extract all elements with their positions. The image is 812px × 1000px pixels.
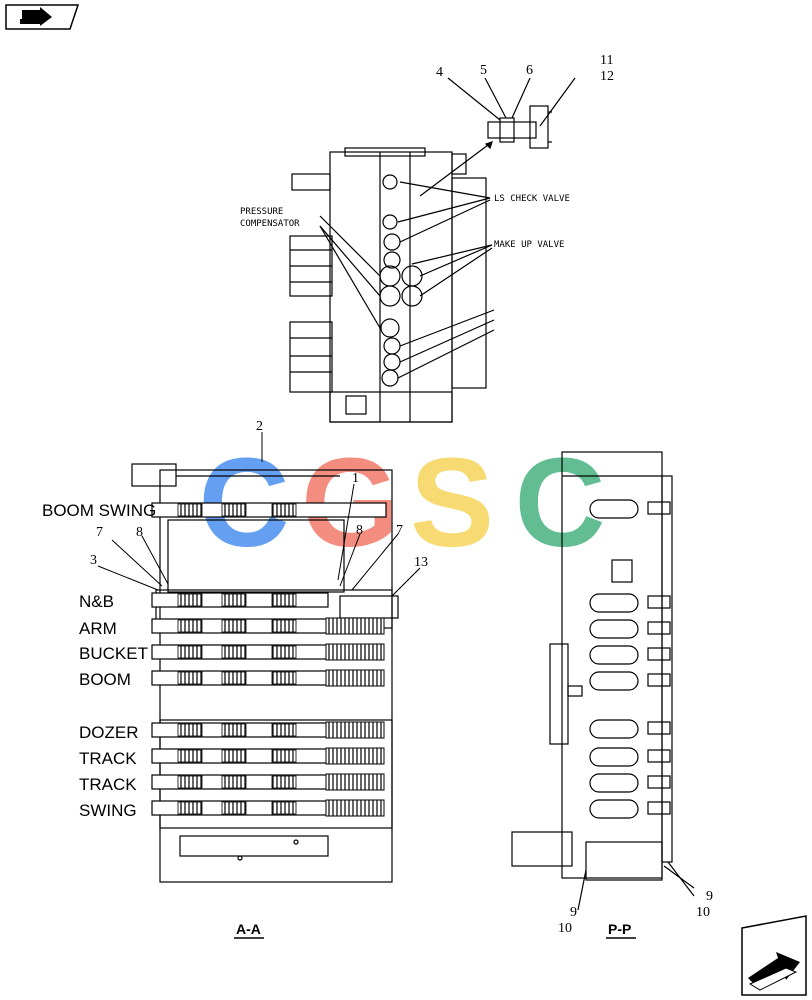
callout-8: 8 (136, 525, 143, 540)
spool-row (151, 617, 385, 635)
callout-8: 8 (356, 523, 363, 538)
section-label: ARM (79, 619, 117, 638)
callout-7: 7 (396, 523, 403, 538)
make-up-valve-label: MAKE UP VALVE (494, 240, 564, 250)
callout-9: 9 (706, 889, 713, 904)
back-arrow-icon[interactable] (5, 4, 80, 30)
section-aa-title: A-A (236, 921, 261, 937)
view-titles: A-A P-P (234, 921, 636, 939)
section-label: BOOM SWING (42, 501, 156, 520)
spool-row (151, 592, 329, 608)
section-label: SWING (79, 801, 137, 820)
next-arrow-icon[interactable] (741, 915, 807, 996)
aa-leader-lines (97, 432, 399, 591)
spool-row (151, 773, 385, 791)
section-label: BUCKET (79, 644, 148, 663)
pressure-label: PRESSURE (240, 207, 283, 217)
callout-9: 9 (570, 905, 577, 920)
compensator-label: COMPENSATOR (240, 219, 300, 229)
section-label: N&B (79, 592, 114, 611)
callout-numbers: 4 5 6 11 12 2 7 8 3 1 8 7 13 9 10 9 10 (90, 53, 713, 936)
callout-5: 5 (480, 63, 487, 78)
spool-row (151, 721, 385, 739)
callout-11: 11 (600, 53, 613, 68)
callout-1: 1 (352, 471, 359, 486)
section-label: TRACK (79, 775, 137, 794)
callout-4: 4 (436, 65, 443, 80)
spool-row (151, 747, 385, 765)
section-label: TRACK (79, 749, 137, 768)
callout-10: 10 (696, 905, 710, 920)
callout-7: 7 (96, 525, 103, 540)
section-pp-title: P-P (608, 921, 631, 937)
section-aa-drawing (131, 463, 421, 883)
spool-rows (151, 502, 387, 817)
section-label: BOOM (79, 670, 131, 689)
spool-row (151, 643, 385, 661)
section-pp-drawing (511, 451, 695, 911)
watermark-letter: S (410, 432, 494, 573)
spool-row (151, 502, 387, 518)
spool-row (151, 799, 385, 817)
spool-row (151, 669, 385, 687)
watermark-letter: C (515, 432, 606, 573)
callout-2: 2 (256, 419, 263, 434)
callout-12: 12 (600, 69, 614, 84)
ls-check-valve-label: LS CHECK VALVE (494, 194, 570, 204)
callout-6: 6 (526, 63, 533, 78)
callout-10: 10 (558, 921, 572, 936)
callout-3: 3 (90, 553, 97, 568)
top-valve-view (289, 77, 576, 423)
callout-13: 13 (414, 555, 428, 570)
section-label: DOZER (79, 723, 139, 742)
